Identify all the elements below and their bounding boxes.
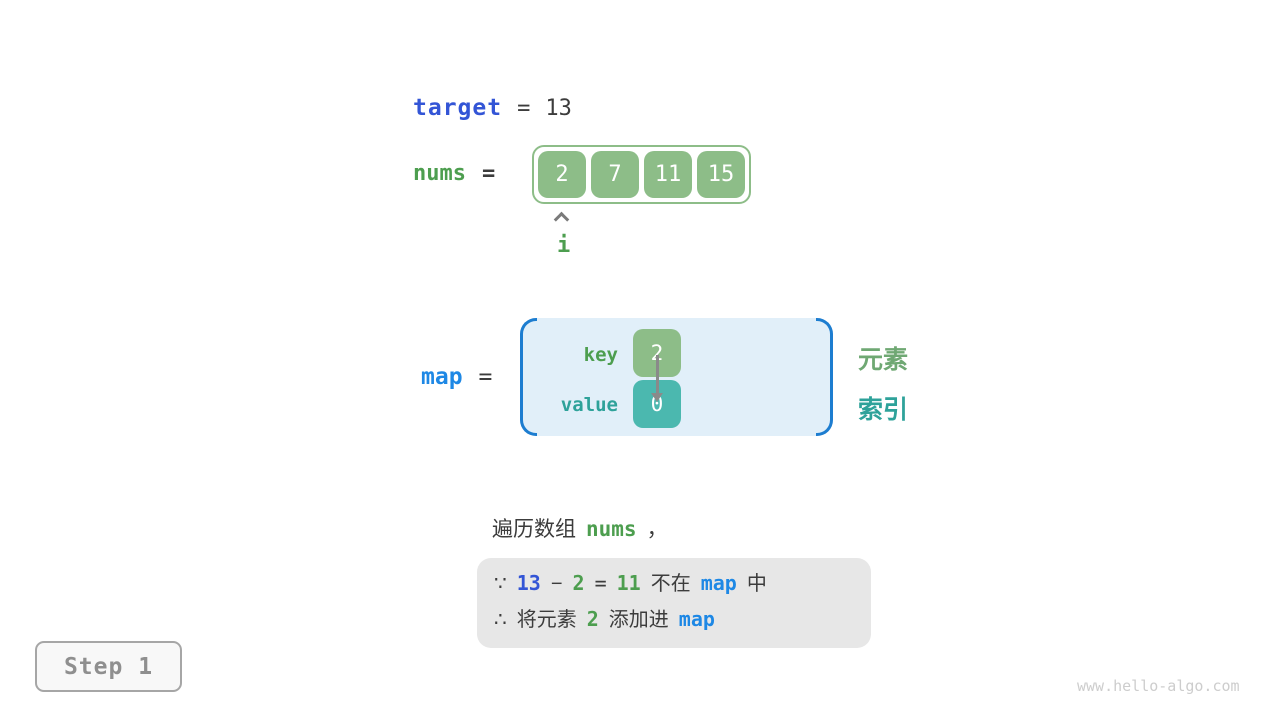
key-to-value-arrow-icon bbox=[651, 355, 664, 403]
target-value: 13 bbox=[545, 96, 572, 121]
reasoning-note-box: ∵ 13 − 2 = 11 不在 map 中 ∴ 将元素 2 添加进 map bbox=[477, 558, 871, 648]
index-side-label: 索引 bbox=[858, 396, 909, 424]
element-side-label: 元素 bbox=[858, 346, 909, 374]
nums-label: nums bbox=[413, 161, 466, 186]
map-token: map bbox=[700, 571, 737, 595]
caption-suffix: ， bbox=[646, 518, 668, 541]
map-container: key value 2 0 bbox=[520, 318, 833, 436]
minuend-value: 13 bbox=[516, 571, 541, 595]
map-label: map bbox=[421, 364, 463, 390]
because-symbol: ∵ bbox=[494, 573, 507, 595]
target-assignment: target = 13 bbox=[413, 95, 572, 121]
caption-prefix: 遍历数组 bbox=[492, 518, 576, 541]
array-cell: 7 bbox=[591, 151, 639, 198]
nums-assignment: nums = bbox=[413, 161, 495, 186]
map-right-bracket bbox=[816, 318, 833, 436]
pointer-i-label: i bbox=[557, 233, 571, 258]
map-equals: = bbox=[478, 364, 493, 390]
map-token: map bbox=[678, 607, 715, 631]
caption-line: 遍历数组 nums ， bbox=[492, 513, 668, 543]
minus-sign: − bbox=[550, 573, 563, 595]
map-value-label: value bbox=[560, 394, 618, 416]
equals-sign: = bbox=[594, 571, 607, 595]
nums-equals: = bbox=[481, 161, 496, 186]
step-badge: Step 1 bbox=[35, 641, 182, 692]
pointer-caret-icon bbox=[553, 211, 570, 228]
difference-value: 11 bbox=[616, 571, 641, 595]
target-equals: = bbox=[517, 96, 531, 121]
therefore-symbol: ∴ bbox=[494, 609, 507, 631]
in-suffix-text: 中 bbox=[746, 573, 767, 595]
watermark: www.hello-algo.com bbox=[1077, 677, 1240, 695]
array-cell: 2 bbox=[538, 151, 586, 198]
add-verb-text: 添加进 bbox=[608, 609, 669, 631]
map-key-label: key bbox=[583, 344, 618, 366]
note-line-because: ∵ 13 − 2 = 11 不在 map 中 bbox=[494, 567, 871, 603]
target-label: target bbox=[413, 95, 503, 121]
caption-nums-token: nums bbox=[586, 517, 637, 541]
note-line-therefore: ∴ 将元素 2 添加进 map bbox=[494, 603, 871, 639]
step-badge-label: Step 1 bbox=[63, 653, 154, 680]
map-assignment: map = bbox=[421, 364, 492, 390]
add-prefix-text: 将元素 bbox=[516, 609, 577, 631]
array-cell: 15 bbox=[697, 151, 745, 198]
nums-array: 2 7 11 15 bbox=[532, 145, 751, 204]
not-in-text: 不在 bbox=[650, 573, 691, 595]
map-left-bracket bbox=[520, 318, 537, 436]
element-value: 2 bbox=[586, 607, 599, 631]
array-cell: 11 bbox=[644, 151, 692, 198]
subtrahend-value: 2 bbox=[572, 571, 585, 595]
